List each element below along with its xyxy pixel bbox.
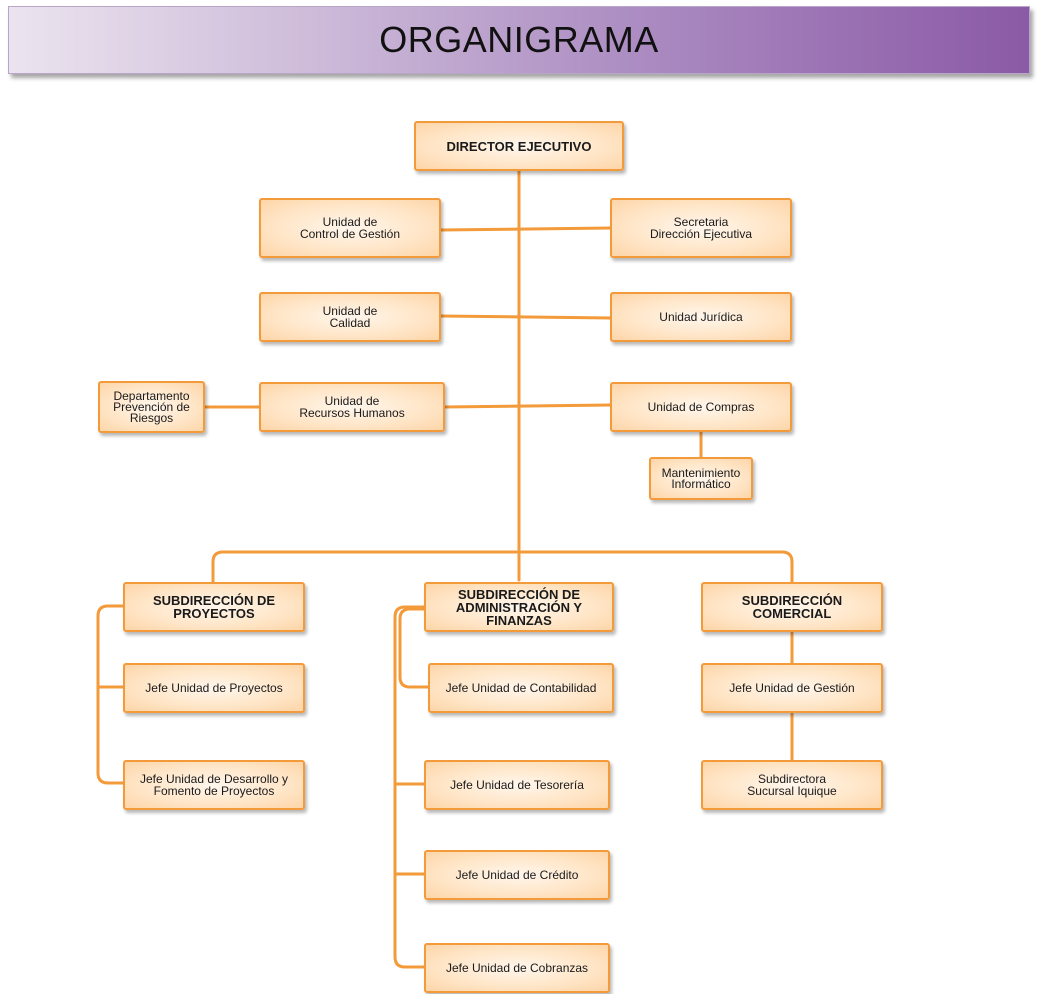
node-juridica: Unidad Jurídica bbox=[610, 292, 792, 342]
connector-admin-branch bbox=[393, 605, 427, 969]
node-subdireccion-comercial: SUBDIRECCIÓN COMERCIAL bbox=[701, 582, 883, 632]
node-subdireccion-proyectos: SUBDIRECCIÓN DE PROYECTOS bbox=[123, 582, 305, 632]
connector-admin-inner-1 bbox=[398, 607, 431, 689]
node-prevencion-riesgos: Departamento Prevención de Riesgos bbox=[98, 381, 205, 433]
connector-control-secretaria bbox=[438, 226, 613, 232]
title-banner: ORGANIGRAMA bbox=[8, 6, 1030, 74]
node-jefe-contabilidad: Jefe Unidad de Contabilidad bbox=[428, 663, 614, 713]
node-director-ejecutivo: DIRECTOR EJECUTIVO bbox=[414, 121, 624, 171]
node-recursos-humanos: Unidad de Recursos Humanos bbox=[259, 382, 445, 432]
node-secretaria: Secretaria Dirección Ejecutiva bbox=[610, 198, 792, 258]
node-calidad: Unidad de Calidad bbox=[259, 292, 441, 342]
node-jefe-cobranzas: Jefe Unidad de Cobranzas bbox=[424, 943, 610, 993]
node-jefe-gestion: Jefe Unidad de Gestión bbox=[701, 663, 883, 713]
connector-calidad-juridica bbox=[438, 314, 613, 320]
node-subdireccion-administracion: SUBDIRECCIÓN DE ADMINISTRACIÓN Y FINANZA… bbox=[424, 582, 614, 632]
node-jefe-desarrollo: Jefe Unidad de Desarrollo y Fomento de P… bbox=[123, 760, 305, 810]
node-mantenimiento: Mantenimiento Informático bbox=[649, 457, 753, 500]
connector-rrhh-compras bbox=[442, 403, 613, 409]
page-title: ORGANIGRAMA bbox=[379, 19, 659, 60]
connector-subdirecciones-bus bbox=[211, 550, 794, 584]
node-subdirectora-iquique: Subdirectora Sucursal Iquique bbox=[701, 760, 883, 810]
node-jefe-tesoreria: Jefe Unidad de Tesorería bbox=[424, 760, 610, 810]
node-jefe-credito: Jefe Unidad de Crédito bbox=[424, 850, 610, 900]
connector-proyectos-branch bbox=[96, 604, 126, 785]
node-control-gestion: Unidad de Control de Gestión bbox=[259, 198, 441, 258]
node-compras: Unidad de Compras bbox=[610, 382, 792, 432]
node-jefe-proyectos: Jefe Unidad de Proyectos bbox=[123, 663, 305, 713]
